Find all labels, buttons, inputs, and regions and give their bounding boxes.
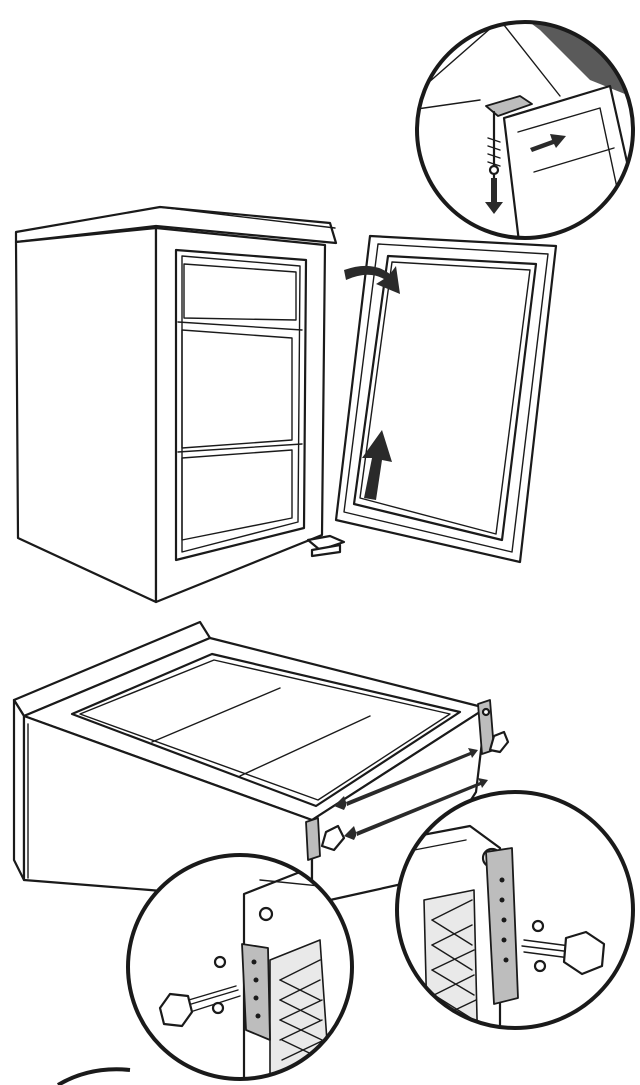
door-swing-arrow-icon [344,265,400,294]
move-between-sides-arrow-icon [334,748,488,840]
door-slide-arrow-icon [530,134,566,152]
hinge-pin-knob-icon [158,985,241,1028]
zoom-detail-right-hinge [395,790,635,1030]
door-lift-arrow-icon [362,430,392,500]
zoom-detail-top-hinge [415,20,635,240]
hinge-pin-icon [487,110,501,180]
partial-zoom-circle-edge [56,1067,131,1085]
hinge-plate-icon [305,699,510,861]
freezer-cabinet-lying [12,620,488,906]
freezer-door-removed [334,234,558,564]
hinge-pin-arrow-icon [485,178,503,214]
freezer-cabinet-upright [14,205,346,604]
